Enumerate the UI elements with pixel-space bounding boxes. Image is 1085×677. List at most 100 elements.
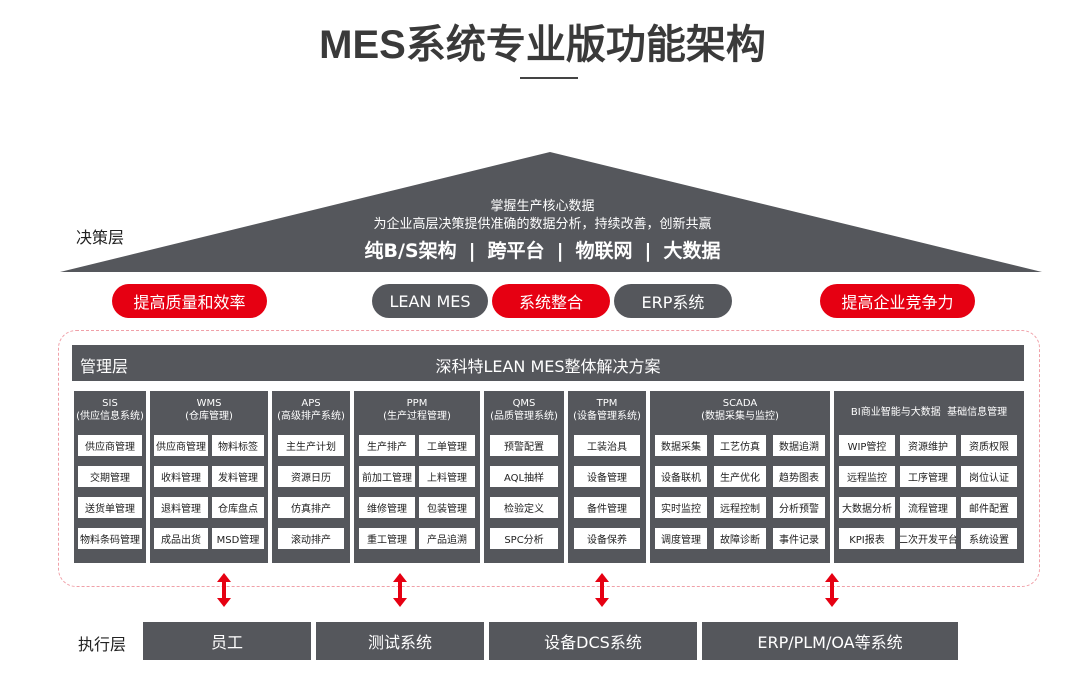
module-sis: SIS(供应信息系统) 供应商管理 交期管理 送货单管理 物料条码管理 — [74, 391, 146, 563]
cell-data-traceback: 数据追溯 — [773, 435, 825, 456]
cell-alert-config: 预警配置 — [490, 435, 558, 456]
module-name: SCADA — [722, 398, 758, 409]
decision-layer-label: 决策层 — [76, 228, 125, 247]
cell-spc-analysis: SPC分析 — [490, 528, 558, 549]
cell-dispatch-mgmt: 调度管理 — [655, 528, 707, 549]
cell-aql-sampling: AQL抽样 — [490, 466, 558, 487]
exec-employee: 员工 — [143, 622, 311, 660]
cell-production-scheduling: 生产排产 — [359, 435, 415, 456]
cell-dev-platform: 二次开发平台 — [900, 528, 956, 549]
cell-process-mgmt: 工序管理 — [900, 466, 956, 487]
execution-layer-label: 执行层 — [78, 635, 127, 654]
cell-email-config: 邮件配置 — [961, 497, 1017, 518]
cell-return: 退料管理 — [154, 497, 208, 518]
cell-pre-processing: 前加工管理 — [359, 466, 415, 487]
cell-tooling-fixtures: 工装治具 — [574, 435, 640, 456]
module-header: SIS (供应信息系统) — [74, 397, 146, 423]
cell-data-collection: 数据采集 — [655, 435, 707, 456]
cell-big-data-analysis: 大数据分析 — [839, 497, 895, 518]
exec-dcs-system: 设备DCS系统 — [489, 622, 697, 660]
management-dashed-frame — [58, 330, 1040, 587]
cell-rework: 重工管理 — [359, 528, 415, 549]
cell-supplier-mgmt: 供应商管理 — [78, 435, 142, 456]
module-header: PPM (生产过程管理) — [354, 397, 480, 423]
cell-inventory-count: 仓库盘点 — [212, 497, 264, 518]
pill-system-integration: 系统整合 — [492, 284, 610, 318]
cell-simulated-scheduling: 仿真排产 — [278, 497, 344, 518]
cell-equipment-maintenance: 设备保养 — [574, 528, 640, 549]
cell-repair: 维修管理 — [359, 497, 415, 518]
cell-system-settings: 系统设置 — [961, 528, 1017, 549]
page-title: MES系统专业版功能架构 — [319, 23, 766, 67]
feature-bs: 纯B/S架构 — [364, 240, 457, 262]
module-name: SIS — [102, 398, 118, 409]
double-arrow-icon — [595, 573, 609, 607]
module-subtitle: (供应信息系统) — [76, 411, 144, 422]
management-bar: 管理层 深科特LEAN MES整体解决方案 — [72, 345, 1024, 381]
title-underline — [520, 77, 578, 79]
cell-spare-parts: 备件管理 — [574, 497, 640, 518]
feature-iot: 物联网 — [575, 240, 633, 262]
cell-work-order: 工单管理 — [419, 435, 475, 456]
module-wms: WMS(仓库管理) 供应商管理 物料标签 收料管理 发料管理 退料管理 仓库盘点… — [150, 391, 268, 563]
module-name: QMS — [512, 398, 536, 409]
module-header: APS(高级排产系统) — [272, 397, 350, 423]
cell-fault-diagnosis: 故障诊断 — [714, 528, 766, 549]
cell-resource-maintenance: 资源维护 — [900, 435, 956, 456]
double-arrow-icon — [393, 573, 407, 607]
decision-roof — [60, 152, 1042, 272]
module-header: SCADA(数据采集与监控) — [650, 397, 830, 423]
module-name: TPM — [596, 398, 618, 409]
cell-msd: MSD管理 — [212, 528, 264, 549]
module-header: TPM (设备管理系统) — [568, 397, 646, 423]
cell-shipping: 成品出货 — [154, 528, 208, 549]
pill-erp-system: ERP系统 — [614, 284, 732, 318]
module-qms: QMS(品质管理系统) 预警配置 AQL抽样 检验定义 SPC分析 — [484, 391, 564, 563]
double-arrow-icon — [825, 573, 839, 607]
cell-kpi-report: KPI报表 — [839, 528, 895, 549]
cell-master-plan: 主生产计划 — [278, 435, 344, 456]
cell-material-label: 物料标签 — [212, 435, 264, 456]
cell-remote-monitoring: 远程监控 — [839, 466, 895, 487]
module-header: WMS(仓库管理) — [150, 397, 268, 423]
cell-packaging: 包装管理 — [419, 497, 475, 518]
module-subtitle: (高级排产系统) — [277, 411, 345, 422]
exec-erp-plm-oa: ERP/PLM/OA等系统 — [702, 622, 958, 660]
roof-features: 纯B/S架构|跨平台|物联网|大数据 — [0, 236, 1085, 263]
feature-separator: | — [468, 240, 476, 262]
cell-analysis-alert: 分析预警 — [773, 497, 825, 518]
cell-equipment-mgmt: 设备管理 — [574, 466, 640, 487]
module-subtitle: (品质管理系统) — [490, 411, 558, 422]
module-aps: APS(高级排产系统) 主生产计划 资源日历 仿真排产 滚动排产 — [272, 391, 350, 563]
cell-delivery-note: 送货单管理 — [78, 497, 142, 518]
cell-production-optimization: 生产优化 — [714, 466, 766, 487]
feature-separator: | — [644, 240, 652, 262]
module-scada: SCADA(数据采集与监控) 数据采集 工艺仿真 数据追溯 设备联机 生产优化 … — [650, 391, 830, 563]
cell-post-certification: 岗位认证 — [961, 466, 1017, 487]
module-name: PPM — [406, 398, 428, 409]
module-subtitle: (仓库管理) — [185, 411, 233, 422]
pill-quality-efficiency: 提高质量和效率 — [112, 284, 267, 318]
module-subtitle: (设备管理系统) — [573, 411, 641, 422]
cell-device-connection: 设备联机 — [655, 466, 707, 487]
cell-event-log: 事件记录 — [773, 528, 825, 549]
management-layer-label: 管理层 — [80, 357, 129, 376]
module-header: QMS (品质管理系统) — [484, 397, 564, 423]
cell-supplier-mgmt: 供应商管理 — [154, 435, 208, 456]
module-ppm: PPM(生产过程管理) 生产排产 工单管理 前加工管理 上料管理 维修管理 包装… — [354, 391, 480, 563]
cell-resource-calendar: 资源日历 — [278, 466, 344, 487]
module-subtitle: (生产过程管理) — [383, 411, 451, 422]
cell-remote-control: 远程控制 — [714, 497, 766, 518]
module-bi: BI商业智能与大数据 基础信息管理 WIP管控 资源维护 资质权限 远程监控 工… — [834, 391, 1024, 563]
cell-trend-charts: 趋势图表 — [773, 466, 825, 487]
cell-process-simulation: 工艺仿真 — [714, 435, 766, 456]
cell-realtime-monitoring: 实时监控 — [655, 497, 707, 518]
cell-rolling-scheduling: 滚动排产 — [278, 528, 344, 549]
cell-wip-control: WIP管控 — [839, 435, 895, 456]
pill-competitiveness: 提高企业竞争力 — [820, 284, 975, 318]
cell-qualification-permission: 资质权限 — [961, 435, 1017, 456]
roof-line-1: 掌握生产核心数据 — [490, 199, 595, 214]
cell-traceability: 产品追溯 — [419, 528, 475, 549]
double-arrow-icon — [217, 573, 231, 607]
feature-big-data: 大数据 — [663, 240, 721, 262]
